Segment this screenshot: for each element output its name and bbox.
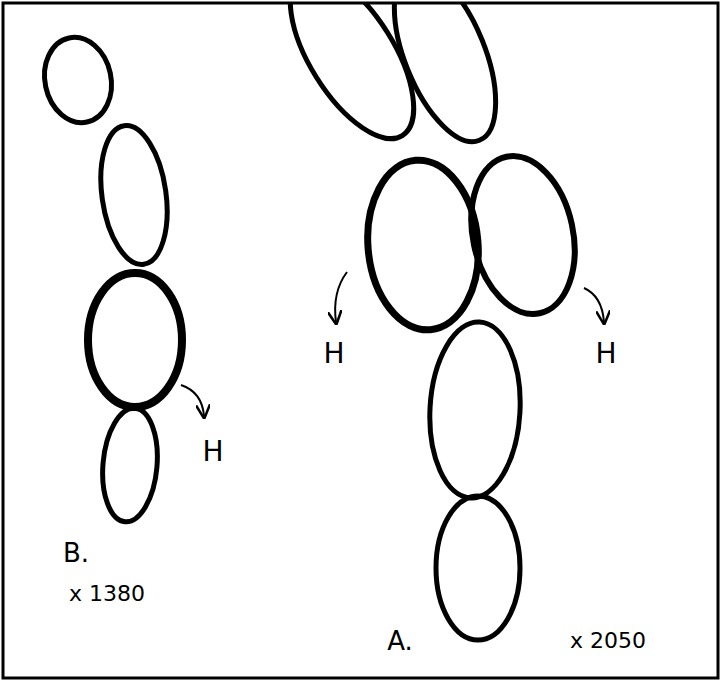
magnification: x 1380 <box>69 583 145 605</box>
curved-arrow <box>335 272 347 322</box>
cell-marker: H <box>202 438 223 466</box>
cell <box>361 156 485 335</box>
panel-letter: B. <box>63 540 89 566</box>
cell <box>457 146 588 323</box>
cell <box>37 31 119 129</box>
pointer-arrows <box>181 272 604 416</box>
cell-chains <box>37 3 589 640</box>
cell <box>88 273 182 407</box>
cell <box>373 3 516 155</box>
cell-marker: H <box>595 340 616 368</box>
cell-marker: H <box>323 340 344 368</box>
curved-arrow <box>181 385 204 416</box>
cell <box>436 496 520 640</box>
cell <box>425 320 524 500</box>
panel-letter: A. <box>387 628 413 654</box>
frame <box>3 3 718 678</box>
magnification: x 2050 <box>570 630 646 652</box>
cell <box>93 121 176 269</box>
cell <box>98 406 162 524</box>
curved-arrow <box>584 288 604 322</box>
